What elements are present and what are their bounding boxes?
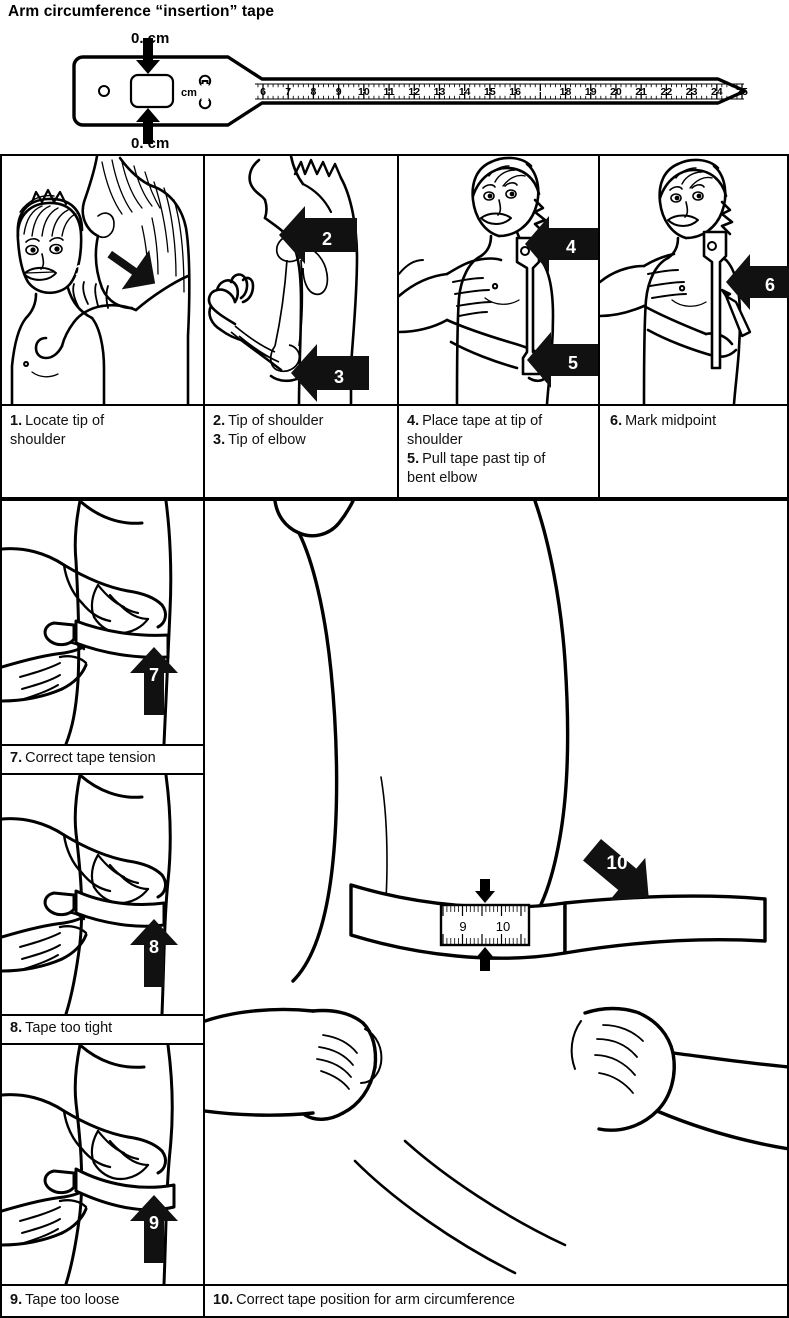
ruler-tick-label: 15 xyxy=(484,86,496,98)
svg-text:7: 7 xyxy=(149,665,159,685)
marker-4: 4 xyxy=(525,216,598,272)
marker-8: 8 xyxy=(130,919,178,987)
panel-10-caption: 10.Correct tape position for arm circumf… xyxy=(213,1292,515,1308)
ruler-tick-label: 21 xyxy=(635,86,647,98)
ruler-tick-label: 23 xyxy=(686,86,698,98)
divider xyxy=(0,773,203,775)
panel-9-caption: 9.Tape too loose xyxy=(10,1292,120,1308)
panel-3-illustration: 4 5 xyxy=(399,156,598,404)
panel-9-illustration: 9 xyxy=(2,1045,203,1284)
tape-zero-label-top: 0. cm xyxy=(131,30,170,47)
window-tick-9: 9 xyxy=(459,919,466,934)
marker-2: 2 xyxy=(279,206,357,264)
ruler-tick-label: 25 xyxy=(736,86,748,98)
marker-10-label: 10 xyxy=(606,853,627,874)
svg-text:2: 2 xyxy=(322,229,332,249)
panel-4-illustration: 6 xyxy=(600,156,789,404)
svg-text:4: 4 xyxy=(566,237,576,257)
tape-reading-window xyxy=(129,73,175,109)
page-title: Arm circumference “insertion” tape xyxy=(8,3,275,20)
ruler-tick-label: 7 xyxy=(285,86,291,98)
divider xyxy=(598,154,600,499)
ruler-tick-label: 10 xyxy=(358,86,370,98)
divider xyxy=(0,1284,789,1286)
divider xyxy=(203,499,205,1318)
divider xyxy=(0,404,789,406)
ruler-tick-label: 18 xyxy=(560,86,572,98)
arrow-down-icon xyxy=(136,38,160,74)
marker-10 xyxy=(583,839,649,901)
insertion-tape-figure: 0. cm 0. cm cm 6 7 8 9 10 11 12 13 14 15 16 18 19 20 2… xyxy=(0,22,789,154)
svg-text:5: 5 xyxy=(568,353,578,373)
marker-1: 1 xyxy=(75,250,156,290)
svg-text:9: 9 xyxy=(149,1213,159,1233)
panel-1-caption: 1.Locate tip of shoulder xyxy=(10,413,105,448)
panel-2-caption: 2.Tip of shoulder 3.Tip of elbow xyxy=(213,413,324,448)
panel-7-illustration: 7 xyxy=(2,501,203,744)
tape-ruler-scale: 6 7 8 9 10 11 12 13 14 15 16 18 19 20 21 22 23 24 25 xyxy=(255,83,748,100)
svg-text:8: 8 xyxy=(149,937,159,957)
ruler-tick-label: 24 xyxy=(711,86,723,98)
marker-6: 6 xyxy=(726,254,789,310)
svg-text:1: 1 xyxy=(75,262,83,279)
panel-10-illustration: 9 10 10 xyxy=(205,501,789,1284)
divider xyxy=(0,744,203,746)
ruler-tick-label: 6 xyxy=(260,86,266,98)
divider xyxy=(0,1014,203,1016)
tape-zero-label-bottom: 0. cm xyxy=(131,135,170,152)
ruler-tick-label: 13 xyxy=(434,86,446,98)
window-arrow-up-icon xyxy=(475,947,495,971)
arrow-up-icon xyxy=(136,108,160,144)
window-arrow-down-icon xyxy=(475,879,495,903)
ruler-tick-label: 20 xyxy=(610,86,622,98)
svg-text:6: 6 xyxy=(765,275,775,295)
window-tick-10: 10 xyxy=(496,919,510,934)
tape-reading-window-panel10: 9 10 xyxy=(439,903,531,947)
marker-3: 3 xyxy=(291,344,369,402)
divider xyxy=(397,154,399,499)
ruler-tick-label: 11 xyxy=(383,86,394,98)
panel-7-caption: 7.Correct tape tension xyxy=(10,750,156,766)
tape-unit-label: cm xyxy=(181,87,197,99)
panel-1-illustration: 1 xyxy=(2,156,203,404)
ruler-tick-label: 8 xyxy=(310,86,316,98)
tape-hole-icon xyxy=(98,85,110,97)
panel-8-illustration: 8 xyxy=(2,775,203,1014)
ruler-tick-label: 9 xyxy=(336,86,342,98)
ruler-tick-label: 19 xyxy=(585,86,597,98)
svg-text:3: 3 xyxy=(334,367,344,387)
divider xyxy=(203,154,205,499)
panel-3-caption: 4.Place tape at tip of shoulder 5.Pull t… xyxy=(407,413,546,486)
divider xyxy=(0,1043,203,1045)
ruler-tick-label: 12 xyxy=(408,86,420,98)
ruler-tick-label: 16 xyxy=(509,86,521,98)
panel-8-caption: 8.Tape too tight xyxy=(10,1020,113,1036)
ruler-tick-label: 22 xyxy=(661,86,673,98)
panel-4-caption: 6.Mark midpoint xyxy=(610,413,717,429)
panel-2-illustration: 2 3 xyxy=(205,156,397,404)
tape-drawing: cm 6 7 8 9 10 11 12 13 14 15 16 18 19 20 21 22 23 24 25 xyxy=(72,38,748,144)
marker-9: 9 xyxy=(130,1195,178,1263)
ruler-tick-label: 14 xyxy=(459,86,471,98)
marker-5: 5 xyxy=(527,332,598,388)
marker-7: 7 xyxy=(130,647,178,715)
